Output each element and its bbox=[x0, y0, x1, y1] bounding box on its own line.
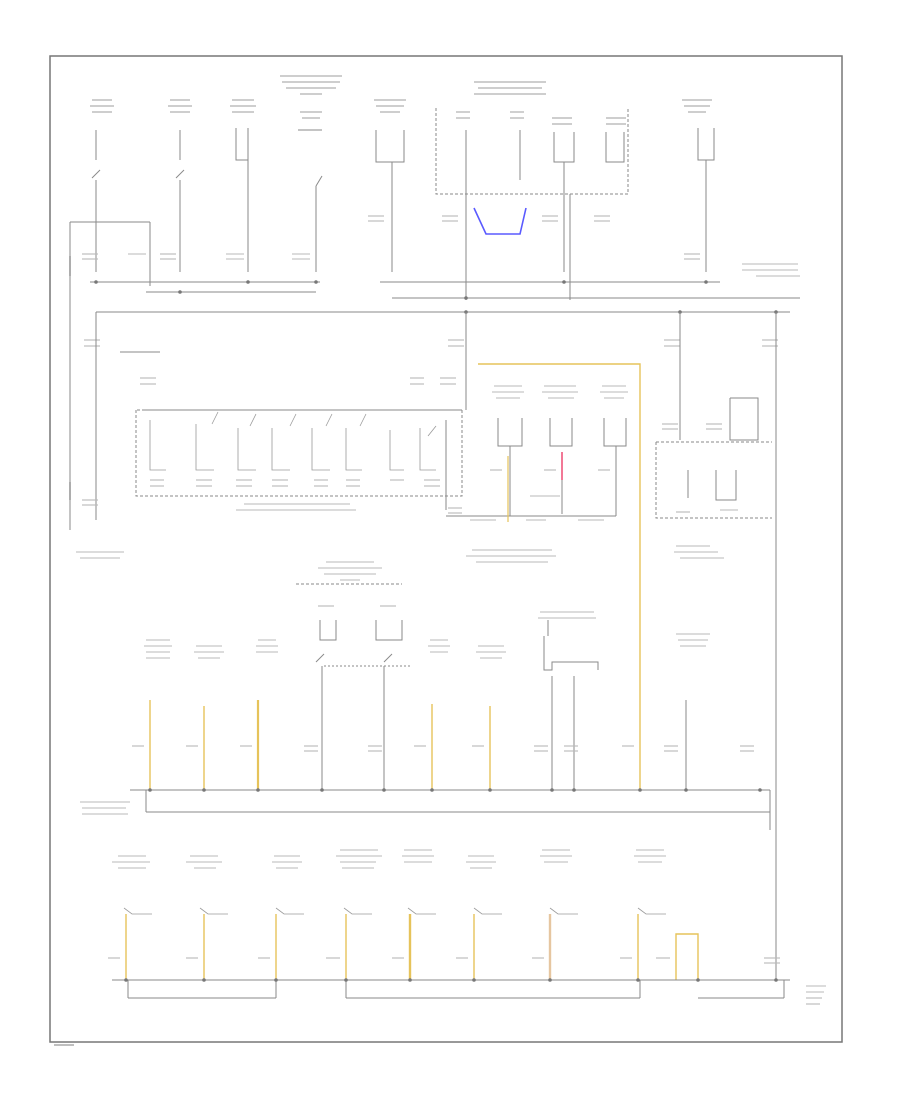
lower-vertical-wires bbox=[321, 666, 687, 790]
ground-bus-2 bbox=[112, 979, 790, 999]
lower-yellow-wires bbox=[149, 700, 491, 790]
lower-connector-labels bbox=[80, 745, 754, 815]
middle-sensors bbox=[445, 418, 627, 517]
bottom-yellow-wires bbox=[125, 914, 639, 980]
ground-bus-1 bbox=[130, 789, 771, 830]
top-component-labels bbox=[90, 75, 712, 125]
top-vertical-wires bbox=[69, 160, 707, 530]
top-components bbox=[91, 108, 715, 195]
top-busbars bbox=[90, 281, 800, 313]
bottom-connector-labels bbox=[108, 957, 826, 1005]
bottom-connectors bbox=[123, 907, 666, 915]
diagram-frame bbox=[49, 55, 843, 1043]
middle-wires bbox=[95, 312, 777, 980]
relay-switches bbox=[149, 411, 437, 471]
lower-top-labels bbox=[144, 561, 710, 659]
ground-bus-2-dots bbox=[124, 978, 778, 982]
right-relay-box bbox=[655, 397, 772, 519]
right-relay-labels bbox=[662, 423, 738, 559]
top-connector-labels bbox=[82, 215, 800, 347]
middle-sensor-labels bbox=[448, 385, 628, 563]
ground-bus-1-dots bbox=[148, 788, 762, 792]
relay-labels bbox=[76, 377, 456, 559]
bottom-component-labels bbox=[112, 849, 666, 869]
top-bus-dots bbox=[94, 280, 778, 314]
lower-components bbox=[296, 583, 599, 671]
blue-jumper-wire bbox=[473, 207, 527, 235]
yellow-feed-wire bbox=[478, 363, 641, 790]
yellow-loop-wire bbox=[675, 933, 699, 980]
